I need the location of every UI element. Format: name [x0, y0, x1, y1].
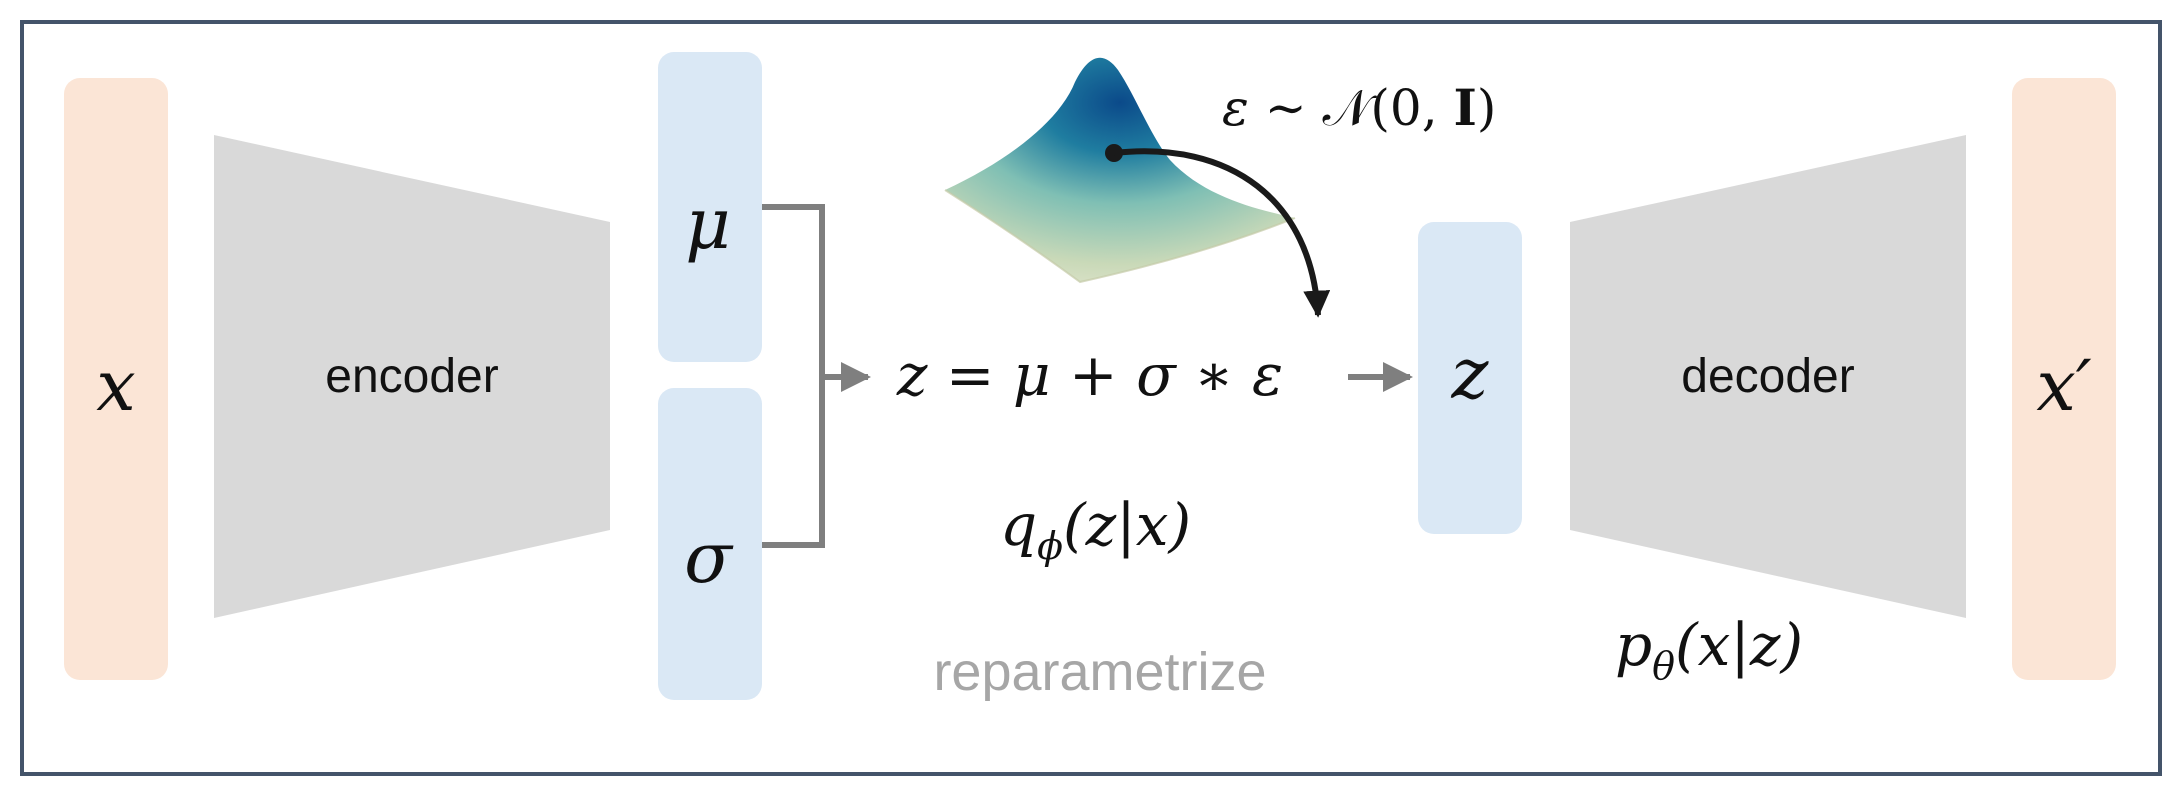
latent-symbol: z — [1451, 333, 1490, 415]
encoder-label: encoder — [325, 350, 498, 403]
likelihood-label: pθ(x|z) — [1615, 611, 1803, 688]
sample-arrow — [1113, 148, 1331, 318]
mu-symbol: μ — [685, 183, 731, 265]
mu-sigma-bracket — [762, 204, 825, 548]
decoder-shape — [1570, 135, 1966, 618]
input-bar — [64, 78, 168, 680]
gaussian-surface — [944, 57, 1296, 284]
sigma-symbol: σ — [684, 517, 734, 599]
encoder-shape — [214, 135, 610, 618]
output-bar — [2012, 78, 2116, 680]
sigma-bar — [658, 388, 762, 700]
noise-label: ε ∼ 𝒩(0, I) — [1222, 78, 1496, 137]
posterior-label: qϕ(z|x) — [1000, 491, 1191, 568]
reparam-equation: z = μ + σ ∗ ε — [896, 341, 1283, 409]
input-symbol: x — [96, 345, 135, 427]
mu-bar — [658, 52, 762, 362]
decoder-label: decoder — [1681, 350, 1854, 403]
reparametrize-caption: reparametrize — [933, 642, 1266, 702]
output-symbol: x′ — [2036, 345, 2091, 427]
latent-bar — [1418, 222, 1522, 534]
